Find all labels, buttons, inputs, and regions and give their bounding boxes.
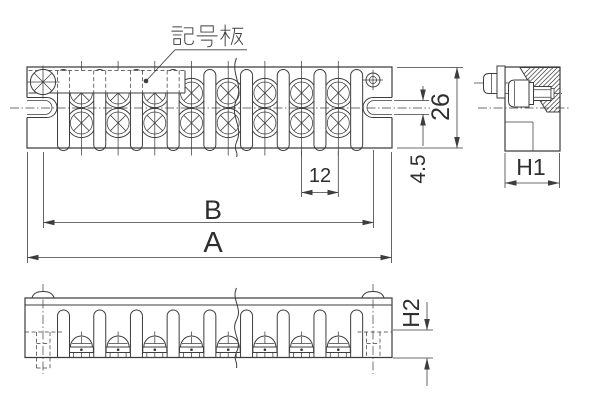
dim-12-terminal-pitch [301,151,339,197]
dim-text-block-depth: 26 [427,93,455,121]
barrier-walls-top [57,69,364,151]
front-view-terminal-block [24,284,393,374]
side-step-lines [505,121,534,151]
dim-text-base-height: H2 [398,298,424,328]
terminal-screw-side [508,79,555,108]
front-outline [24,290,393,359]
dim-h2-base-height [393,302,433,386]
dim-text-side-width: H1 [516,154,546,180]
dim-26-block-depth [397,67,463,149]
marking-plate-leader [143,49,247,84]
marking-plate-label [171,24,244,48]
dim-h1-side-width [504,153,560,188]
dim-b-mounting-pitch [43,150,374,228]
marking-plate [28,70,186,94]
dim-a-overall-length [27,152,392,263]
marking-plate-edge [496,65,506,99]
top-view-outline [26,66,393,149]
barrier-walls-front [57,309,364,358]
plate-screw-head [483,73,498,94]
dim-4-5-slot-width [394,86,429,146]
mounting-ends-top [26,65,383,99]
break-line-top [233,57,240,158]
front-hidden-lines [25,331,392,369]
dim-text-mounting-pitch: B [203,195,222,225]
dim-text-slot-width: 4.5 [407,154,430,184]
terminal-bays-front [68,331,351,358]
dim-text-overall-length: A [203,227,223,259]
top-view-terminal-block [10,57,430,158]
side-view-terminal-block [474,65,570,152]
dimension-lines [27,67,560,386]
dim-text-terminal-pitch: 12 [308,165,332,187]
break-line-front [234,287,239,369]
